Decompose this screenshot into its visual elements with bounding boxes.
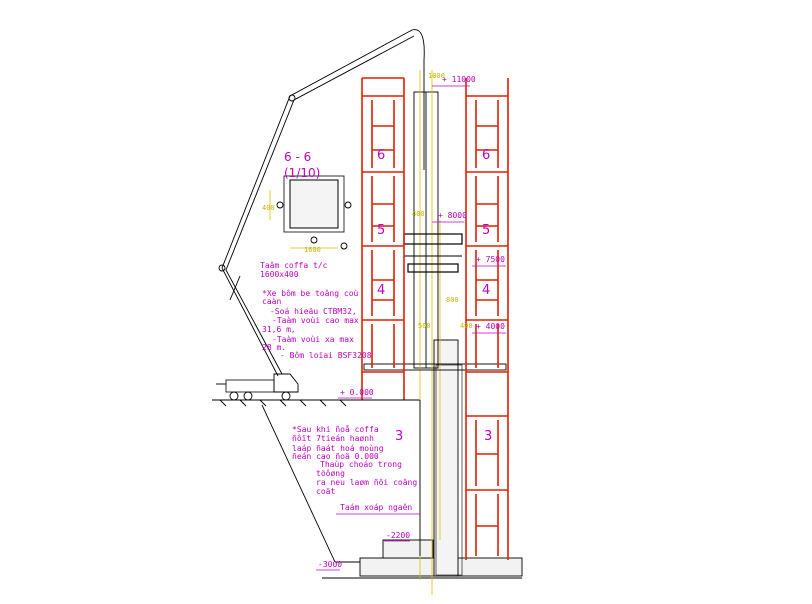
- svg-text:4: 4: [377, 283, 385, 298]
- level-pit: -2200: [386, 531, 410, 540]
- svg-text:4: 4: [482, 283, 490, 298]
- svg-text:laáp ñaát hoá moùng: laáp ñaát hoá moùng: [292, 444, 384, 453]
- dim-500: 500: [418, 322, 431, 330]
- svg-text:-Taàm voùi cao max: -Taàm voùi cao max: [272, 316, 359, 325]
- frame-numbers-left: 6 5 4 3: [377, 148, 403, 444]
- dim-col: 1000: [428, 72, 445, 80]
- pump-notes: *Xe bôm be toâng coù caàn -Soá hieäu CTB…: [262, 288, 372, 360]
- svg-text:- Bôm loïai BSF3208: - Bôm loïai BSF3208: [280, 350, 372, 360]
- svg-text:3: 3: [395, 429, 403, 444]
- scaffold-right: [465, 78, 509, 560]
- svg-text:coät: coät: [316, 487, 335, 496]
- svg-text:6: 6: [377, 148, 385, 163]
- section-scale: (1/10): [284, 166, 320, 180]
- section-detail: 400 1600: [262, 175, 352, 254]
- level-ground: + 0.000: [340, 388, 374, 397]
- column-note-1: Taâm coffa t/c: [260, 261, 328, 270]
- svg-text:Taám xoáp ngaên: Taám xoáp ngaên: [340, 502, 412, 512]
- dim-400: 400: [460, 322, 473, 330]
- svg-text:*Xe bôm be toâng coù: *Xe bôm be toâng coù: [262, 288, 359, 298]
- dim-800: 800: [446, 296, 459, 304]
- pump-truck: [216, 373, 299, 401]
- column-note-2: 1600x400: [260, 270, 299, 279]
- frame-numbers-right: 6 5 4 3: [482, 148, 492, 444]
- scaffold-left: [354, 77, 414, 401]
- level-base: -3000: [318, 560, 342, 569]
- svg-text:*Sau khi ñoå coffa: *Sau khi ñoå coffa: [292, 424, 379, 434]
- section-title: 6 - 6: [284, 150, 311, 164]
- svg-text:31,6 m,: 31,6 m,: [262, 325, 296, 334]
- svg-text:Thaùp choáo trong: Thaùp choáo trong: [320, 460, 402, 469]
- dim-section-width: 1600: [304, 246, 321, 254]
- svg-text:-Taàm voùi xa max: -Taàm voùi xa max: [272, 335, 354, 344]
- bottom-notes: *Sau khi ñoå coffa ñôït 7tieán haønh laá…: [292, 424, 420, 515]
- svg-text:5: 5: [377, 223, 385, 238]
- svg-text:ra neu laøm ñôi coâng: ra neu laøm ñôi coâng: [316, 477, 417, 487]
- dim-section-height: 400: [262, 204, 275, 212]
- level-7500: + 7500: [476, 255, 505, 264]
- excavation-slope: [261, 404, 336, 563]
- svg-text:3: 3: [484, 429, 492, 444]
- level-top: + 11000: [442, 75, 476, 84]
- foundation-base: [322, 539, 523, 579]
- svg-text:-Soá hieäu CTBM32,: -Soá hieäu CTBM32,: [270, 307, 357, 316]
- ground-line: [212, 399, 420, 407]
- pump-boom: [218, 29, 425, 377]
- svg-text:28 m.: 28 m.: [262, 343, 286, 352]
- svg-text:ñôït 7tieán haønh: ñôït 7tieán haønh: [292, 433, 374, 443]
- svg-text:caàn: caàn: [262, 297, 281, 306]
- svg-text:ñeán cao ñoä 0.000: ñeán cao ñoä 0.000: [292, 452, 379, 461]
- svg-text:6: 6: [482, 148, 490, 163]
- dim-side: 400: [412, 210, 425, 218]
- svg-text:töôøng: töôøng: [316, 468, 345, 478]
- level-markers: + 11000 + 8000 + 7500 + 4000 + 0.000 -22…: [316, 75, 506, 571]
- level-8000: + 8000: [438, 211, 467, 220]
- concrete-column: [433, 339, 463, 577]
- level-4000: + 4000: [476, 322, 505, 331]
- svg-text:5: 5: [482, 223, 490, 238]
